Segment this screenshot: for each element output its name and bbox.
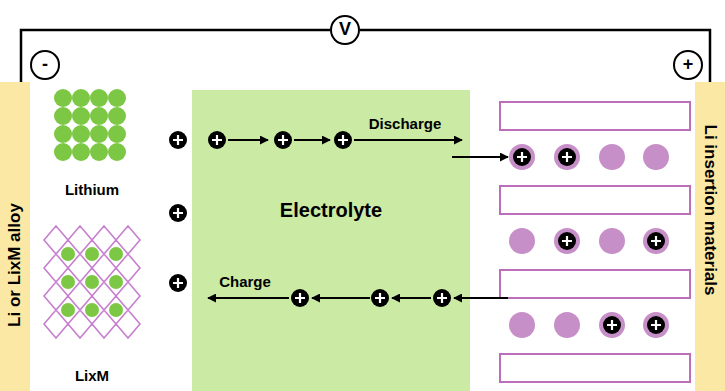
host-site	[509, 312, 535, 338]
lithium-atom	[90, 107, 108, 125]
lithium-atom	[108, 89, 126, 107]
alloy-lattice	[44, 226, 140, 338]
terminal-circle: -	[30, 50, 60, 80]
discharge-arrow	[354, 139, 462, 141]
host-layer	[500, 270, 690, 298]
node-text: +	[683, 55, 694, 75]
ion-arrow	[454, 297, 508, 299]
node-text: V	[339, 20, 351, 40]
host-site	[599, 228, 625, 254]
lithium-atom	[109, 247, 123, 261]
lithium-atom	[61, 303, 75, 317]
lithium-atom	[72, 143, 90, 161]
process-label: Discharge	[369, 116, 442, 133]
host-layer	[500, 354, 690, 382]
lithium-atom	[90, 143, 108, 161]
voltmeter-circle: V	[330, 15, 360, 45]
lithium-atom	[61, 247, 75, 261]
lithium-atom	[54, 143, 72, 161]
lithium-atom	[108, 125, 126, 143]
circuit-wire	[21, 30, 330, 82]
lithium-atom	[85, 303, 99, 317]
host-layer	[500, 186, 690, 214]
material-label: LixM	[75, 368, 109, 385]
charge-arrow	[208, 297, 289, 299]
ion-arrow	[294, 139, 330, 141]
ion-arrow	[392, 297, 431, 299]
electrode-band: Li or LixM alloy	[0, 82, 30, 391]
host-site	[599, 144, 625, 170]
electrolyte-box: Electrolyte	[192, 90, 470, 391]
lithium-atom	[90, 89, 108, 107]
ion-charge-symbol	[173, 135, 661, 330]
lithium-atom	[72, 89, 90, 107]
node-text: -	[42, 55, 48, 75]
host-site	[643, 144, 669, 170]
terminal-circle: +	[673, 50, 703, 80]
electrolyte-region	[192, 90, 470, 391]
ion-arrow	[452, 156, 508, 158]
lithium-atom	[108, 107, 126, 125]
host-site	[554, 312, 580, 338]
lithium-atom	[109, 275, 123, 289]
lithium-atom	[85, 247, 99, 261]
lithium-atom	[61, 275, 75, 289]
lithium-atom	[85, 275, 99, 289]
ion-arrow	[312, 297, 370, 299]
lithium-atom	[72, 107, 90, 125]
circuit-wire	[360, 30, 710, 82]
electrode-band: Li insertion materials	[695, 82, 725, 391]
lithium-atom	[54, 107, 72, 125]
lithium-atom	[90, 125, 108, 143]
lithium-atom	[72, 125, 90, 143]
lithium-atom	[109, 303, 123, 317]
material-label: Lithium	[65, 182, 119, 199]
host-layer	[500, 102, 690, 130]
node-text: Li insertion materials	[701, 125, 720, 296]
host-site	[509, 228, 535, 254]
node-text: Electrolyte	[280, 199, 382, 221]
lithium-atom	[54, 89, 72, 107]
lithium-atom	[54, 125, 72, 143]
ion-arrow	[228, 139, 268, 141]
process-label: Charge	[219, 274, 271, 291]
node-text: Li or LixM alloy	[6, 203, 25, 327]
lithium-atom	[108, 143, 126, 161]
